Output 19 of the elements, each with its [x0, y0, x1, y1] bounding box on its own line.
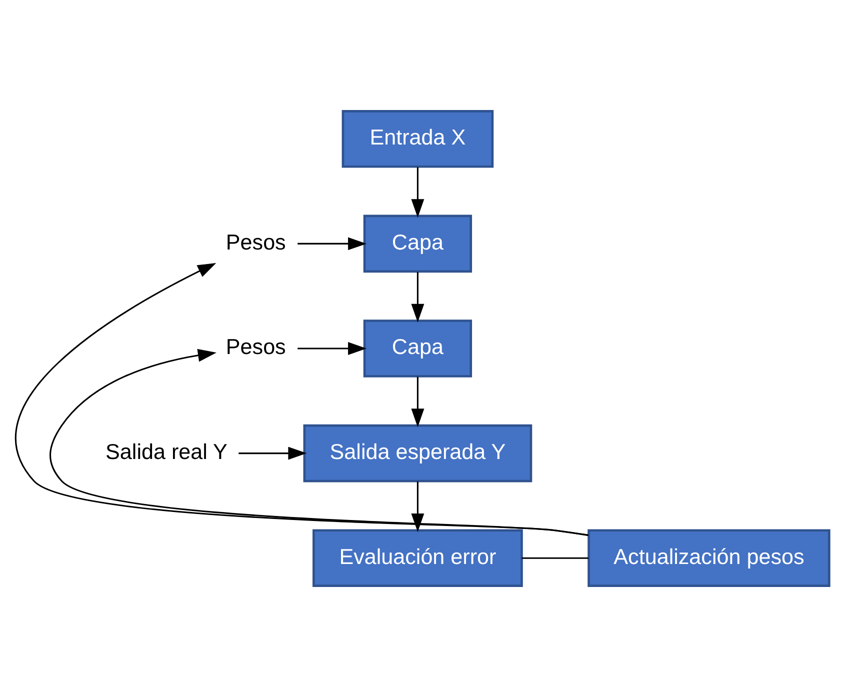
node-box: Capa: [363, 214, 472, 273]
connector: [522, 557, 588, 559]
node-box: Salida esperada Y: [303, 424, 532, 482]
arrow: [16, 262, 588, 536]
arrow: [411, 482, 424, 532]
node-box: Entrada X: [342, 110, 494, 168]
arrow: [50, 348, 588, 536]
node-text: Salida real Y: [106, 439, 228, 464]
arrow: [298, 237, 367, 250]
node-text: Pesos: [226, 229, 286, 254]
arrow: [298, 342, 367, 355]
arrow: [411, 167, 424, 218]
arrow: [238, 446, 307, 460]
arrow: [411, 272, 424, 322]
node-text: Pesos: [226, 334, 286, 360]
arrow: [411, 376, 424, 428]
node-box: Evaluación error: [312, 529, 523, 587]
node-box: Capa: [363, 320, 472, 378]
node-box: Actualización pesos: [588, 529, 830, 587]
